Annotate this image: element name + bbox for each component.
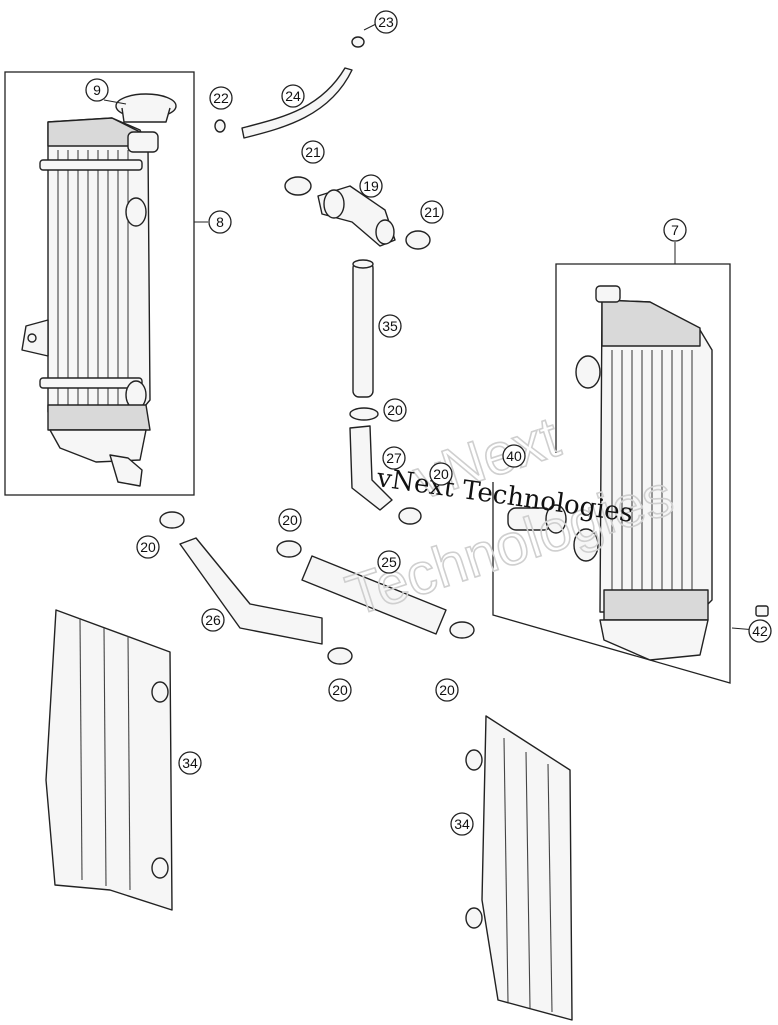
callout-20: 20 (383, 398, 407, 422)
callout-20: 20 (435, 678, 459, 702)
svg-text:20: 20 (433, 466, 449, 482)
callout-25: 25 (377, 550, 401, 574)
svg-text:7: 7 (671, 222, 679, 238)
callout-22: 22 (209, 86, 233, 110)
hose-27 (349, 425, 393, 511)
callout-21: 21 (420, 200, 444, 224)
right-radiator (573, 285, 713, 661)
callout-34: 34 (178, 751, 202, 775)
pipe-35 (352, 259, 374, 398)
svg-text:20: 20 (140, 539, 156, 555)
radiator-guard-right (465, 715, 573, 1021)
svg-text:34: 34 (454, 816, 470, 832)
svg-text:20: 20 (439, 682, 455, 698)
svg-text:21: 21 (305, 144, 321, 160)
callout-8: 8 (208, 210, 232, 234)
svg-text:20: 20 (332, 682, 348, 698)
callout-26: 26 (201, 608, 225, 632)
callout-40: 40 (502, 444, 526, 468)
radiator-guard-left (45, 609, 173, 911)
svg-text:25: 25 (381, 554, 397, 570)
svg-text:42: 42 (752, 623, 768, 639)
clamp-22 (214, 119, 226, 133)
callout-27: 27 (382, 446, 406, 470)
callout-21: 21 (301, 140, 325, 164)
hose-26 (179, 537, 323, 645)
clamp-20-bottom-right (449, 621, 475, 639)
callout-7: 7 (663, 218, 687, 242)
callout-19: 19 (359, 174, 383, 198)
svg-text:19: 19 (363, 178, 379, 194)
svg-text:34: 34 (182, 755, 198, 771)
right-radiator-frame (492, 263, 731, 684)
svg-text:21: 21 (424, 204, 440, 220)
clamp-23 (351, 36, 365, 48)
callout-42: 42 (748, 619, 772, 643)
clamp-20-center (276, 540, 302, 558)
callout-35: 35 (378, 314, 402, 338)
svg-text:23: 23 (378, 14, 394, 30)
callout-34: 34 (450, 812, 474, 836)
svg-text:27: 27 (386, 450, 402, 466)
callout-20: 20 (136, 535, 160, 559)
svg-text:20: 20 (387, 402, 403, 418)
fitting-40 (507, 504, 567, 534)
clamp-20-mid (398, 507, 422, 525)
left-radiator (21, 93, 177, 487)
svg-text:20: 20 (282, 512, 298, 528)
svg-text:26: 26 (205, 612, 221, 628)
svg-text:40: 40 (506, 448, 522, 464)
svg-text:35: 35 (382, 318, 398, 334)
clamp-20-bottom-left (327, 647, 353, 665)
clamp-21-right (405, 230, 431, 250)
clamp-20-left (159, 511, 185, 529)
svg-text:24: 24 (285, 88, 301, 104)
callout-9: 9 (85, 78, 109, 102)
callout-23: 23 (374, 10, 398, 34)
callout-24: 24 (281, 84, 305, 108)
clamp-21-left (284, 176, 312, 196)
bolt-42 (755, 605, 769, 617)
svg-text:9: 9 (93, 82, 101, 98)
svg-text:8: 8 (216, 214, 224, 230)
callout-20: 20 (278, 508, 302, 532)
clamp-20-top (349, 407, 379, 421)
hose-25 (301, 555, 447, 635)
hose-24 (241, 67, 353, 139)
callout-20: 20 (328, 678, 352, 702)
callout-20: 20 (429, 462, 453, 486)
svg-text:22: 22 (213, 90, 229, 106)
left-radiator-frame (4, 71, 195, 496)
thermostat-housing-19 (317, 185, 396, 247)
